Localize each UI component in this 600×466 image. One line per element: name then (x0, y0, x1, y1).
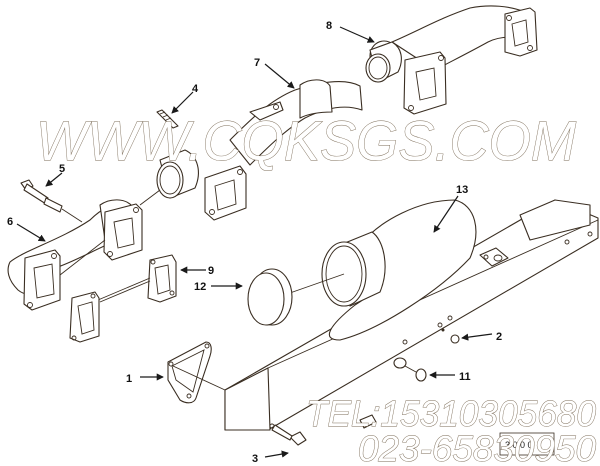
callout-11: 11 (459, 371, 471, 383)
part-11-nut (393, 357, 427, 382)
callout-3: 3 (252, 453, 258, 465)
callout-2: 2 (496, 331, 502, 343)
part-7-center-manifold (204, 79, 363, 221)
callout-12: 12 (194, 281, 206, 293)
part-2-plug (441, 328, 460, 344)
part-8-rear-manifold (391, 5, 538, 115)
callout-9: 9 (208, 265, 214, 277)
stamp-label: 3 0 0 0 (505, 440, 533, 450)
leader-lines (16, 26, 493, 458)
leader-2 (461, 333, 493, 341)
watermarks: WWW.CQKSGS.COM TEL:15310305680 023-65830… (36, 109, 597, 466)
leader-6 (16, 223, 46, 242)
stamp-box: 3 0 0 0 (499, 432, 555, 456)
part-7-slip-ring (139, 149, 199, 206)
part-12-cover-plate (247, 268, 293, 326)
leader-13 (433, 195, 459, 233)
leader-5 (45, 172, 63, 187)
leader-4 (171, 91, 194, 114)
callout-13: 13 (456, 184, 468, 196)
part-8-slip-ring (365, 40, 402, 83)
part-9-gasket (69, 254, 177, 343)
part-4-stud (156, 109, 179, 129)
callout-1: 1 (126, 373, 132, 385)
part-6-front-manifold (7, 199, 143, 311)
leader-3 (264, 450, 289, 458)
callout-8: 8 (326, 20, 332, 32)
watermark-phone-1: TEL:15310305680 (306, 393, 596, 434)
callout-labels: 1 2 3 4 5 6 7 8 9 11 12 13 (7, 20, 502, 465)
leader-8 (339, 26, 375, 43)
callout-6: 6 (7, 216, 13, 228)
part-5-capscrew (20, 179, 83, 223)
watermark-phone-2: 023-65830950 (358, 428, 596, 466)
callout-5: 5 (59, 163, 65, 175)
leader-7 (264, 63, 295, 89)
watermark-website: WWW.CQKSGS.COM (36, 109, 576, 172)
callout-7: 7 (254, 57, 260, 69)
part-1-gasket (167, 341, 226, 404)
callout-4: 4 (192, 83, 199, 95)
part-3-capscrew (271, 414, 377, 446)
part-13-intake-plenum (224, 199, 599, 431)
